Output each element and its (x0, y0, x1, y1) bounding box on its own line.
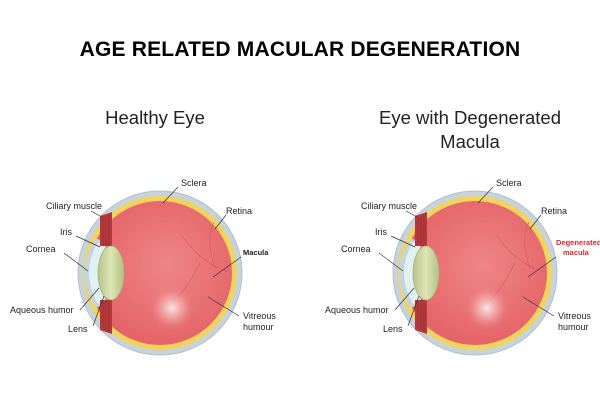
degenerated-eye-illustration (392, 190, 558, 356)
healthy-ciliary-label: Ciliary muscle (46, 201, 102, 211)
healthy-retina-label: Retina (226, 206, 252, 216)
degenerated-macula-label-line2: macula (563, 248, 590, 257)
degenerated-iris-label: Iris (375, 227, 387, 237)
healthy-vitreous-label-line1: Vitreous (243, 311, 276, 321)
degenerated-ciliary-label: Ciliary muscle (361, 201, 417, 211)
healthy-macula-label: Macula (243, 248, 269, 257)
healthy-cornea-label: Cornea (26, 244, 56, 254)
healthy-eye-leader-lines (63, 186, 242, 327)
degenerated-eye-leader-lines (378, 186, 557, 327)
healthy-sclera-label: Sclera (181, 178, 207, 188)
degenerated-vitreous-label-line2: humour (558, 322, 589, 332)
healthy-aqueous-label: Aqueous humor (10, 305, 74, 315)
healthy-iris-label: Iris (60, 227, 72, 237)
degenerated-macula-label-line1: Degenerated (556, 238, 600, 247)
degenerated-sclera-label: Sclera (496, 178, 522, 188)
healthy-eye-heading: Healthy Eye (105, 107, 205, 128)
healthy-lens-label: Lens (68, 324, 88, 334)
healthy-vitreous-label-line2: humour (243, 322, 274, 332)
degenerated-vitreous-label-line1: Vitreous (558, 311, 591, 321)
degenerated-cornea-label: Cornea (341, 244, 371, 254)
degenerated-eye-heading-line1: Eye with Degenerated (378, 107, 562, 128)
degenerated-aqueous-label: Aqueous humor (325, 305, 389, 315)
degenerated-eye-heading: Eye with Degenerated Macula (350, 106, 590, 154)
degenerated-eye-heading-line2: Macula (440, 131, 500, 152)
healthy-eye-illustration (77, 190, 243, 356)
degenerated-retina-label: Retina (541, 206, 567, 216)
degenerated-lens-label: Lens (383, 324, 403, 334)
diagram-title: AGE RELATED MACULAR DEGENERATION (79, 38, 521, 61)
